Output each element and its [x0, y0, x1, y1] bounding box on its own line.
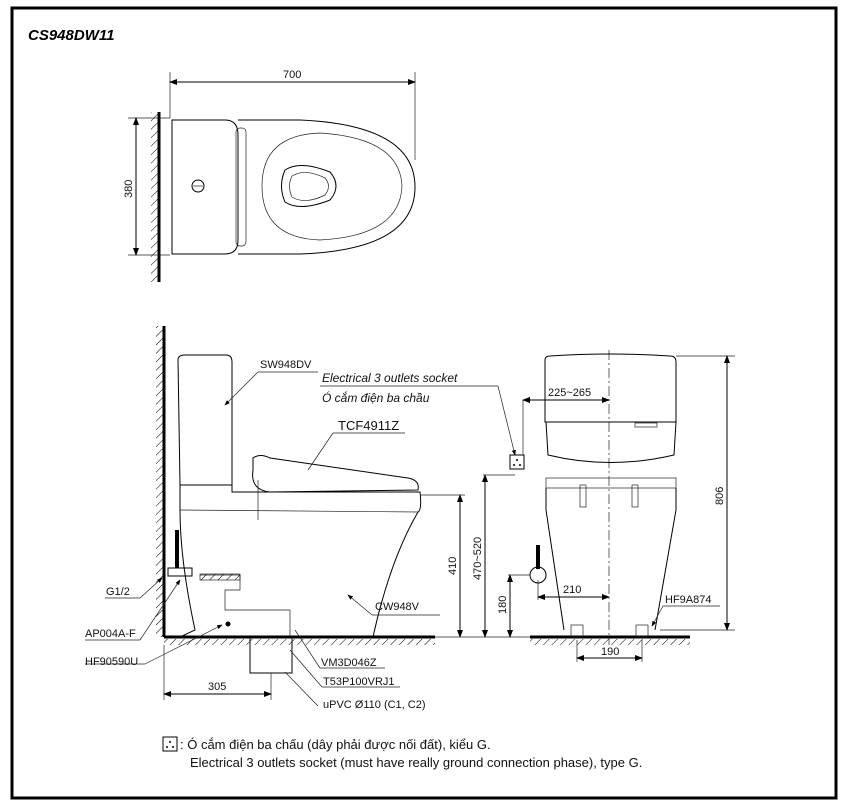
bowl-top — [238, 119, 416, 255]
label-socket-vi: Ó cắm điện ba chầu — [322, 390, 430, 405]
socket-icon — [162, 736, 178, 752]
seat-front — [545, 421, 677, 463]
front-view: 225~265 806 210 180 190 HF9A874 — [497, 350, 735, 662]
label-t53p100vrj1: T53P100VRJ1 — [323, 676, 395, 688]
dim-180-label: 180 — [497, 596, 509, 614]
footer-note: : Ó cắm điện ba chấu (dây phải được nối … — [162, 736, 642, 770]
footer-line-vi: : Ó cắm điện ba chấu (dây phải được nối … — [180, 737, 491, 752]
label-cw948v: CW948V — [375, 601, 420, 613]
model-title: CS948DW11 — [28, 27, 114, 44]
socket-symbol — [509, 454, 525, 470]
side-view: 410 470~520 305 SW948DV Electrical 3 out… — [85, 326, 540, 711]
label-hf9a874: HF9A874 — [665, 594, 711, 606]
label-g1-2: G1/2 — [106, 586, 130, 598]
washlet-seat — [252, 455, 419, 493]
dim-410-label: 410 — [447, 557, 459, 575]
dim-380-label: 380 — [123, 180, 135, 198]
label-hf90590u: HF90590U — [85, 656, 138, 668]
dim-470-520-label: 470~520 — [472, 537, 484, 580]
drawing-frame — [10, 6, 838, 800]
label-sw948dv: SW948DV — [260, 359, 312, 371]
tank-top — [171, 119, 239, 255]
dim-806-label: 806 — [714, 487, 726, 505]
flush-button — [191, 179, 205, 193]
dim-190-label: 190 — [601, 646, 619, 658]
dim-700-label: 700 — [283, 69, 301, 81]
label-socket-en: Electrical 3 outlets socket — [322, 371, 458, 385]
label-tcf4911z: TCF4911Z — [338, 418, 399, 433]
dim-305-label: 305 — [208, 681, 226, 693]
bowl-opening — [281, 165, 337, 207]
tank-front — [544, 353, 677, 423]
label-vm3d046z: VM3D046Z — [321, 657, 377, 669]
tank-side — [177, 354, 233, 486]
dim-210-label: 210 — [563, 584, 581, 596]
label-upvc-pipe: uPVC Ø110 (C1, C2) — [323, 699, 426, 711]
dim-225-265-label: 225~265 — [548, 387, 591, 399]
footer-line-en: Electrical 3 outlets socket (must have r… — [190, 755, 642, 770]
bowl-side — [231, 485, 422, 638]
label-ap004a-f: AP004A-F — [85, 628, 136, 640]
top-view: 700 380 — [123, 69, 416, 282]
